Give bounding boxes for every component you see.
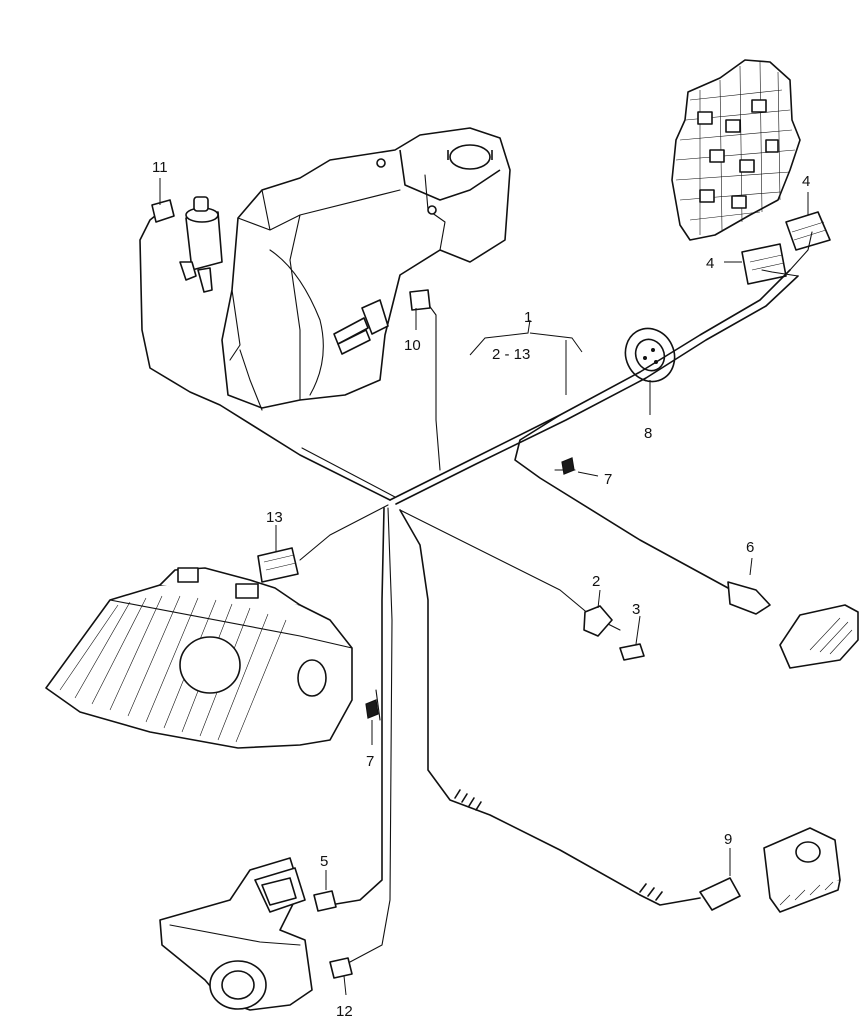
- callout-10: 10: [404, 337, 421, 354]
- callout-3: 3: [632, 601, 640, 618]
- connector-3: [619, 643, 645, 661]
- callout-2: 2: [592, 573, 600, 590]
- headlight: [45, 567, 353, 749]
- callouts: 11 4 4 10 1 2 - 13 8 7 6 2 3 13 7 5 9 12: [152, 159, 810, 1020]
- callout-12: 12: [336, 1003, 353, 1020]
- wiring-harness: [139, 211, 813, 963]
- level-sensor: [333, 299, 389, 355]
- callout-7-lower: 7: [366, 753, 374, 770]
- callout-1-range: 2 - 13: [492, 346, 530, 363]
- horn: [699, 827, 841, 913]
- relay-carrier: [671, 59, 801, 241]
- fog-light: [159, 857, 313, 1011]
- connector-2-clip: [583, 605, 613, 637]
- callout-7-upper: 7: [604, 471, 612, 488]
- callout-6: 6: [746, 539, 754, 556]
- callout-13: 13: [266, 509, 283, 526]
- washer-reservoir: [221, 127, 511, 409]
- washer-pump: [179, 196, 223, 293]
- callout-5: 5: [320, 853, 328, 870]
- clip-7-upper: [561, 457, 575, 475]
- callout-9: 9: [724, 831, 732, 848]
- connector-10: [409, 289, 431, 311]
- callout-4-left: 4: [706, 255, 714, 272]
- callout-11: 11: [152, 159, 168, 176]
- connector-4-upper: [785, 211, 831, 251]
- callout-1: 1: [524, 309, 532, 326]
- clip-7-lower: [365, 699, 379, 719]
- connector-12: [329, 957, 353, 979]
- connector-13: [257, 547, 299, 583]
- callout-4-top: 4: [802, 173, 810, 190]
- callout-8: 8: [644, 425, 652, 442]
- leader-lines: [159, 178, 809, 996]
- connector-4-lower: [741, 243, 787, 285]
- connector-11: [151, 199, 175, 223]
- side-indicator: [727, 581, 859, 669]
- connector-5: [313, 890, 337, 912]
